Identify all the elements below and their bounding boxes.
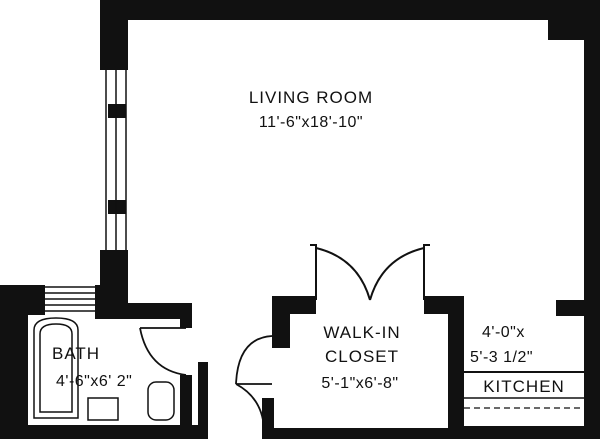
wall-left-pier-1 xyxy=(108,104,126,118)
bath-dimensions: 4'-6"x6' 2" xyxy=(56,373,132,390)
wall-bottom-closet xyxy=(262,428,464,439)
wall-bath-top-right xyxy=(95,285,128,307)
living-room-label: LIVING ROOM xyxy=(249,88,373,107)
closet-label-line2: CLOSET xyxy=(325,347,399,366)
wall-left-pier-2 xyxy=(108,200,126,214)
living-room-dimensions: 11'-6"x18'-10" xyxy=(259,114,363,131)
kitchen-dimensions-line2: 5'-3 1/2" xyxy=(470,349,533,366)
closet-label-line1: WALK-IN xyxy=(323,323,400,342)
kitchen-dimensions-line1: 4'-0"x xyxy=(482,324,525,341)
bath-door xyxy=(139,327,187,376)
wall-kitchen-bottom xyxy=(464,426,600,439)
wall-left-upper xyxy=(100,0,128,70)
wall-right-jog xyxy=(556,300,600,316)
kitchen-label: KITCHEN xyxy=(483,377,565,396)
wall-closet-right xyxy=(448,296,464,439)
wall-hall-post xyxy=(198,362,208,439)
bath-window xyxy=(45,286,95,312)
living-room-window xyxy=(105,70,127,250)
bath-label: BATH xyxy=(52,344,100,363)
sink xyxy=(87,397,119,421)
hall-door xyxy=(235,335,273,429)
wall-bath-left xyxy=(0,285,28,439)
wall-top xyxy=(100,0,600,20)
toilet xyxy=(147,381,175,421)
wall-bath-right-lower xyxy=(180,375,192,439)
closet-double-door xyxy=(310,244,430,301)
bathtub xyxy=(33,317,79,419)
wall-bottom-left xyxy=(0,425,208,439)
kitchen-counter xyxy=(464,371,584,409)
wall-bath-right-upper xyxy=(180,303,192,328)
wall-bath-top xyxy=(95,303,190,319)
wall-right xyxy=(584,0,600,439)
wall-closet-left xyxy=(272,296,290,348)
closet-dimensions: 5'-1"x6'-8" xyxy=(321,375,398,392)
